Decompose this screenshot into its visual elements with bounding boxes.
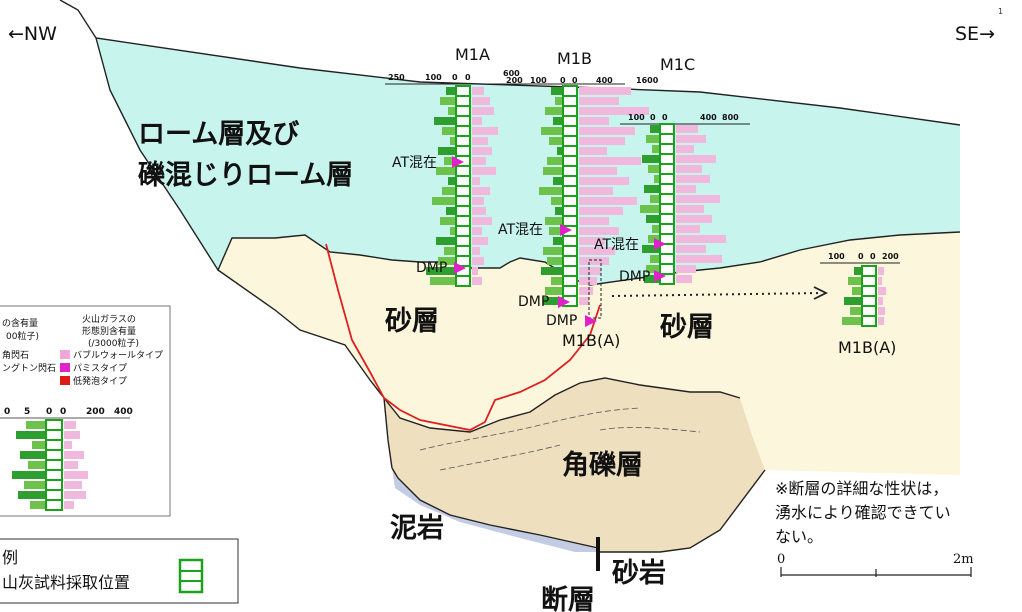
direction-right: SE→ [955, 23, 995, 45]
svg-text:0: 0 [870, 252, 876, 261]
at-marker-m1b: AT混在 [498, 222, 543, 238]
m1ba-arrow-head [813, 286, 829, 300]
svg-text:200: 200 [882, 252, 899, 261]
red-contact-line [325, 243, 601, 431]
scale-labels: 250 100 0 0 600 200 100 0 0 400 1600 100… [388, 69, 899, 261]
svg-text:0: 0 [452, 73, 458, 82]
fault-note: ※断層の詳細な性状は， 湧水により確認できてい ない。 [775, 479, 951, 546]
left-slope-line [95, 37, 961, 286]
mineral-legend: の含有量 00粒子) 火山ガラスの 形態別含有量 (/3000粒子) 角閃石 ン… [0, 305, 171, 517]
svg-text:0: 0 [777, 552, 785, 567]
svg-text:5: 5 [24, 407, 30, 417]
svg-text:0: 0 [662, 113, 668, 122]
at-marker-m1c: AT混在 [594, 237, 639, 253]
svg-text:200: 200 [86, 407, 105, 417]
svg-text:0: 0 [60, 407, 66, 417]
layer-polygons [96, 38, 960, 552]
dmp-marker-m1b: DMP [518, 294, 549, 310]
sample-markers: AT混在 DMP AT混在 DMP DMP AT混在 DMP [392, 155, 666, 329]
svg-text:100: 100 [628, 113, 645, 122]
pit-left-wall [383, 397, 393, 469]
svg-text:00粒子): 00粒子) [6, 330, 39, 342]
svg-text:火山ガラスの: 火山ガラスの [82, 314, 136, 325]
sample-columns [426, 85, 886, 327]
loam-layer [96, 38, 960, 285]
pit-line [391, 467, 766, 553]
m1ba-right-title: M1B(A) [838, 338, 896, 357]
breccia-label: 角礫層 [562, 449, 643, 481]
svg-text:0: 0 [858, 252, 864, 261]
svg-text:100: 100 [828, 252, 845, 261]
svg-text:0: 0 [46, 407, 52, 417]
sample-position-icon [178, 558, 204, 594]
svg-text:0: 0 [4, 407, 10, 417]
fault-label: 断層 [541, 585, 595, 612]
svg-text:0: 0 [465, 73, 471, 82]
dmp-marker-m1a: DMP [416, 260, 447, 276]
column-m1ba-right [842, 265, 886, 327]
column-m1a [426, 85, 498, 287]
svg-text:250: 250 [388, 73, 405, 82]
svg-text:低発泡タイプ: 低発泡タイプ [73, 375, 127, 387]
svg-text:100: 100 [530, 76, 547, 85]
m1b-title: M1B [557, 49, 592, 68]
direction-left: ←NW [8, 23, 57, 45]
svg-text:0: 0 [650, 113, 656, 122]
column-scales [385, 83, 900, 264]
sand-label-left: 砂層 [385, 306, 439, 337]
scale-bar: 0 2m [777, 552, 974, 577]
page-number: 1 [998, 7, 1003, 16]
breccia-layer [384, 378, 765, 552]
svg-text:例: 例 [2, 548, 18, 567]
svg-text:1600: 1600 [636, 76, 659, 85]
mudstone-label: 泥岩 [390, 513, 444, 544]
m1c-title: M1C [660, 55, 695, 74]
svg-text:山灰試料採取位置: 山灰試料採取位置 [2, 573, 130, 592]
dmp-marker-m1ba: DMP [546, 313, 577, 329]
svg-text:角閃石: 角閃石 [2, 349, 29, 361]
breccia-upper-line [383, 377, 741, 433]
column-m1c [640, 123, 726, 285]
svg-text:800: 800 [722, 113, 739, 122]
svg-text:(/3000粒子): (/3000粒子) [88, 337, 139, 349]
loam-label-2: 礫混じりローム層 [138, 159, 353, 191]
breccia-texture [419, 407, 701, 471]
loam-label-1: ローム層及び [138, 119, 299, 150]
svg-text:0: 0 [560, 76, 566, 85]
svg-text:ない。: ない。 [775, 527, 823, 546]
svg-text:400: 400 [700, 113, 717, 122]
sand-label-right: 砂層 [660, 312, 714, 343]
m1ba-dotted-arrow [611, 292, 823, 297]
svg-text:※断層の詳細な性状は，: ※断層の詳細な性状は， [775, 479, 948, 498]
sample-legend: 例 山灰試料採取位置 [0, 538, 239, 604]
sandstone-label: 砂岩 [612, 558, 666, 589]
column-m1b [539, 85, 649, 307]
svg-text:2m: 2m [953, 552, 974, 567]
svg-text:400: 400 [114, 407, 133, 417]
breccia-top-line [217, 269, 385, 399]
at-marker-m1a: AT混在 [392, 155, 437, 171]
svg-text:パミスタイプ: パミスタイプ [73, 363, 127, 374]
ground-surface-line [59, 0, 961, 126]
m1ba-dashed-box [588, 259, 602, 319]
svg-text:400: 400 [596, 76, 613, 85]
dmp-marker-m1c: DMP [619, 269, 650, 285]
svg-text:の含有量: の含有量 [2, 317, 38, 329]
fault-mark [596, 537, 600, 571]
svg-text:湧水により確認できてい: 湧水により確認できてい [775, 503, 951, 522]
svg-text:バブルウォールタイプ: バブルウォールタイプ [73, 349, 163, 361]
svg-text:0: 0 [572, 76, 578, 85]
svg-text:形態別含有量: 形態別含有量 [82, 325, 136, 337]
svg-text:ングトン閃石: ングトン閃石 [2, 362, 56, 374]
svg-text:200: 200 [506, 76, 523, 85]
m1ba-left-title: M1B(A) [562, 331, 620, 350]
m1a-title: M1A [455, 45, 490, 64]
svg-text:100: 100 [425, 73, 442, 82]
boundaries [59, 0, 961, 553]
svg-text:600: 600 [503, 69, 520, 78]
